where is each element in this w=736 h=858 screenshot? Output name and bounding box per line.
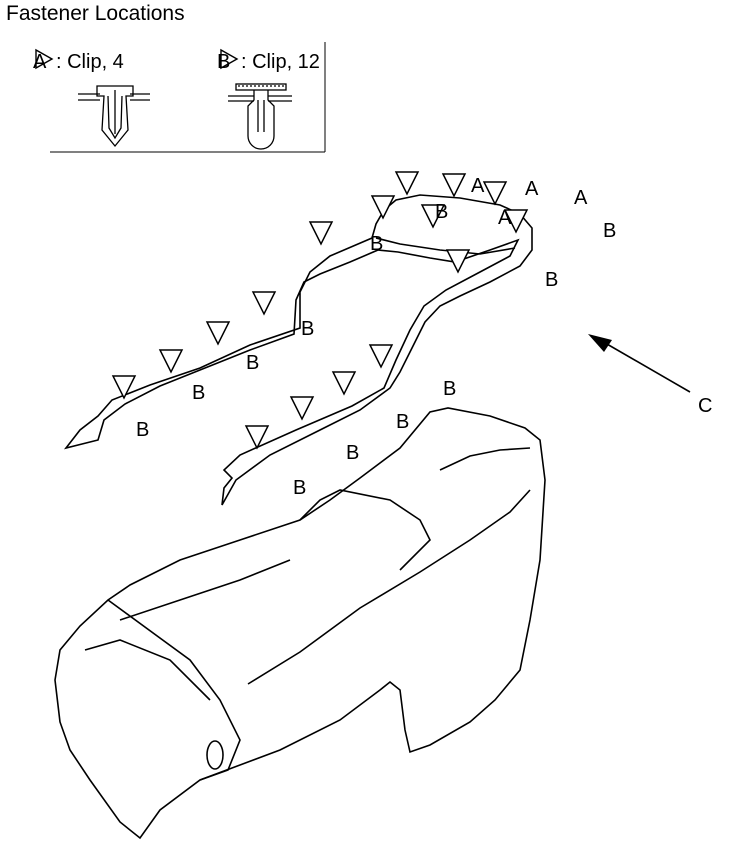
clip-a-icon <box>78 85 150 148</box>
callout-b: B <box>443 378 456 400</box>
callout-b: B <box>370 233 383 255</box>
clip-b-triangle-icon <box>220 48 239 70</box>
callout-b: B <box>293 477 306 499</box>
view-arrow <box>588 334 691 393</box>
callout-a: A <box>471 175 485 197</box>
clip-marker-triangle-icon <box>251 291 277 316</box>
legend-a-text: : Clip, 4 <box>56 51 124 73</box>
clip-marker-triangle-icon <box>205 321 231 346</box>
clip-marker-triangle-icon <box>308 221 334 246</box>
clip-marker-triangle-icon <box>111 375 137 400</box>
clip-marker-triangle-icon <box>331 371 357 396</box>
legend-a-symbol: A <box>33 51 47 73</box>
callout-b: B <box>346 442 359 464</box>
clip-markers <box>111 171 529 450</box>
callouts: A A A A B B B B B B B B B B B B C <box>136 175 712 499</box>
clip-marker-triangle-icon <box>158 349 184 374</box>
upper-trim-panel <box>63 194 533 506</box>
callout-b: B <box>396 411 409 433</box>
callout-b: B <box>545 269 558 291</box>
diagram-title: Fastener Locations <box>6 2 185 25</box>
clip-marker-triangle-icon <box>289 396 315 421</box>
callout-a: A <box>574 187 588 209</box>
legend-item-a: A : Clip, 4 <box>33 48 124 73</box>
clip-a-triangle-icon <box>35 48 54 70</box>
console-body <box>54 407 546 840</box>
callout-b: B <box>192 382 205 404</box>
clip-marker-triangle-icon <box>394 171 420 196</box>
clip-marker-triangle-icon <box>441 173 467 198</box>
clip-marker-triangle-icon <box>445 249 471 274</box>
callout-b: B <box>435 201 448 223</box>
legend-item-b: B : Clip, 12 <box>217 48 320 73</box>
callout-b: B <box>603 220 616 242</box>
legend-b-text: : Clip, 12 <box>241 51 320 73</box>
legend-b-symbol: B <box>217 51 230 73</box>
clip-marker-triangle-icon <box>420 204 446 229</box>
callout-b: B <box>246 352 259 374</box>
callout-c: C <box>698 395 712 417</box>
callout-b: B <box>136 419 149 441</box>
clip-marker-triangle-icon <box>368 344 394 369</box>
clip-marker-triangle-icon <box>370 195 396 220</box>
callout-a: A <box>525 178 539 200</box>
arrow-head-icon <box>588 334 612 352</box>
clip-marker-triangle-icon <box>482 181 508 206</box>
clip-marker-triangle-icon <box>244 425 270 450</box>
clip-b-icon <box>228 83 292 150</box>
callout-b: B <box>301 318 314 340</box>
legend-box <box>50 42 326 153</box>
clip-marker-triangle-icon <box>503 209 529 234</box>
callout-a: A <box>498 207 512 229</box>
